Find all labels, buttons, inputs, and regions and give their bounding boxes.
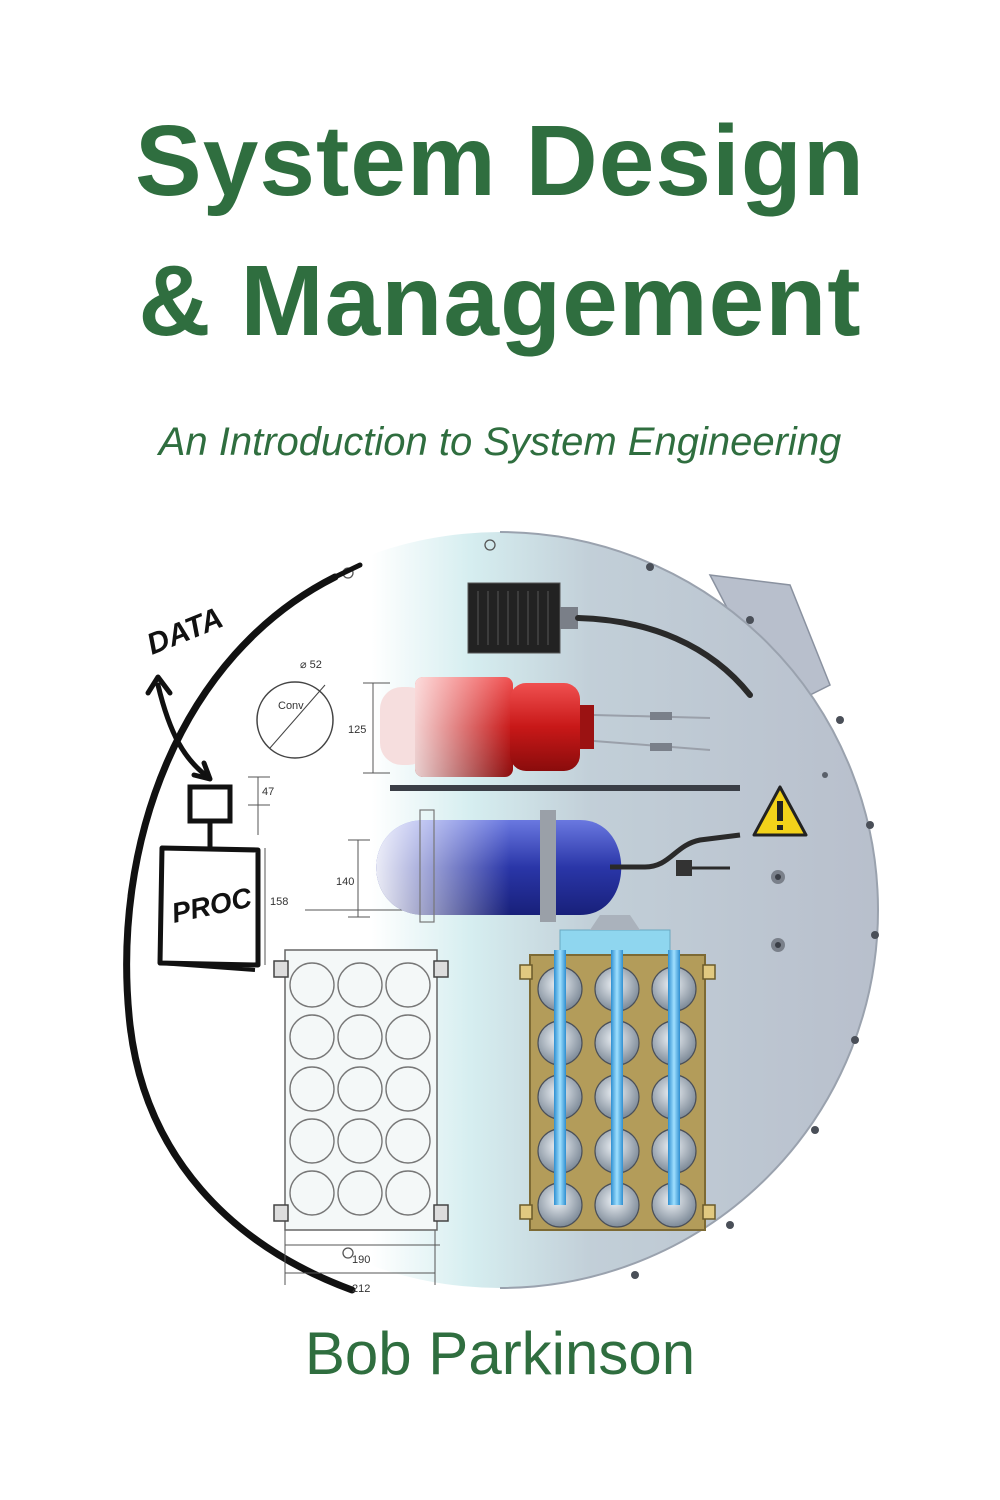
battery-pack-sketch [273, 949, 449, 1231]
title-line-2: & Management [138, 245, 862, 357]
rim-bolt-holes [631, 563, 879, 1279]
svg-text:Conv: Conv [278, 700, 304, 712]
cover-illustration: DATA PROC Conv ⌀ 52 [90, 505, 910, 1295]
dimension-labels: 125 47 140 158 190 212 [262, 724, 370, 1295]
warning-triangle-icon [752, 785, 808, 837]
svg-text:212: 212 [352, 1283, 370, 1295]
svg-text:⌀ 52: ⌀ 52 [300, 659, 322, 671]
blue-tank [376, 809, 741, 923]
title-line-1: System Design [135, 105, 865, 217]
rail [390, 785, 740, 791]
author-name: Bob Parkinson [304, 1320, 696, 1387]
svg-text:125: 125 [348, 724, 366, 736]
dimension-circle: Conv ⌀ 52 [256, 659, 334, 759]
battery-pack-rendered [519, 950, 716, 1231]
connector-module [467, 582, 753, 698]
svg-text:190: 190 [352, 1254, 370, 1266]
svg-text:47: 47 [262, 786, 274, 798]
red-component [380, 677, 711, 777]
svg-text:158: 158 [270, 896, 288, 908]
svg-text:140: 140 [336, 876, 354, 888]
engineering-drawing: DATA PROC Conv ⌀ 52 [122, 531, 879, 1295]
subtitle: An Introduction to System Engineering [158, 420, 842, 464]
dimension-lines [248, 682, 440, 1285]
sketch-label-data: DATA [142, 601, 227, 661]
